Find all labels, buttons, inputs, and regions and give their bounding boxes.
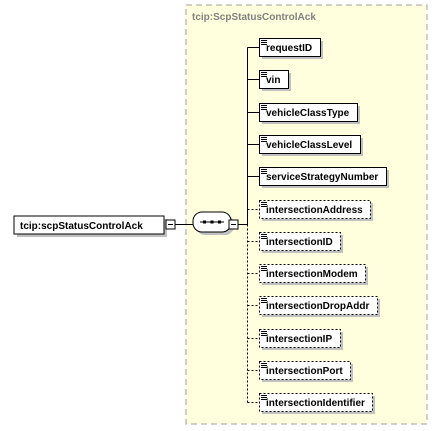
child-elements: requestID vin vehicleClassType vehicleClass… [259,38,390,415]
child-box [259,200,371,219]
element-lines-icon [261,105,267,110]
child-label: intersectionPort [266,366,343,377]
root-element-label: tcip:scpStatusControlAck [20,221,143,232]
child-box [259,329,341,348]
child-element[interactable]: vin [259,70,292,92]
child-element[interactable]: intersectionIdentifier [259,393,376,415]
type-title: tcip:ScpStatusControlAck [192,12,316,23]
element-lines-icon [261,331,267,336]
child-label: intersectionAddress [266,205,363,216]
element-lines-icon [261,363,267,368]
element-lines-icon [261,137,267,142]
element-lines-icon [261,234,267,239]
child-box [259,167,387,186]
child-label: requestID [266,43,312,54]
child-label: intersectionDropAddr [266,301,369,312]
child-box [259,296,378,315]
child-box [259,135,361,154]
child-box [259,232,341,251]
child-label: vehicleClassType [266,108,350,119]
child-element[interactable]: serviceStrategyNumber [259,167,390,189]
child-element[interactable]: requestID [259,38,324,60]
child-box [259,393,373,412]
element-lines-icon [261,40,267,45]
element-lines-icon [261,298,267,303]
element-lines-icon [261,266,267,271]
child-box [259,264,366,283]
child-box [259,361,351,380]
sequence-collapse-toggle[interactable] [228,219,239,230]
child-label: vin [266,75,280,86]
child-label: intersectionIP [266,334,332,345]
child-element[interactable]: intersectionModem [259,264,369,286]
child-label: intersectionID [266,237,333,248]
child-label: intersectionIdentifier [266,398,365,409]
sequence-compositor[interactable] [192,211,234,235]
element-lines-icon [261,72,267,77]
root-collapse-toggle[interactable] [165,219,176,230]
child-element[interactable]: vehicleClassType [259,103,361,125]
element-lines-icon [261,169,267,174]
child-connectors [247,47,259,403]
root-element[interactable]: tcip:scpStatusControlAck [13,215,167,237]
child-element[interactable]: intersectionIP [259,329,344,351]
element-lines-icon [261,395,267,400]
child-element[interactable]: intersectionAddress [259,200,374,222]
child-label: intersectionModem [266,269,358,280]
child-element[interactable]: intersectionID [259,232,344,254]
child-element[interactable]: vehicleClassLevel [259,135,364,157]
child-element[interactable]: intersectionPort [259,361,354,383]
child-box [259,103,358,122]
child-element[interactable]: intersectionDropAddr [259,296,381,318]
child-box [259,38,321,57]
child-label: serviceStrategyNumber [266,172,378,183]
element-lines-icon [261,202,267,207]
child-label: vehicleClassLevel [266,140,352,151]
